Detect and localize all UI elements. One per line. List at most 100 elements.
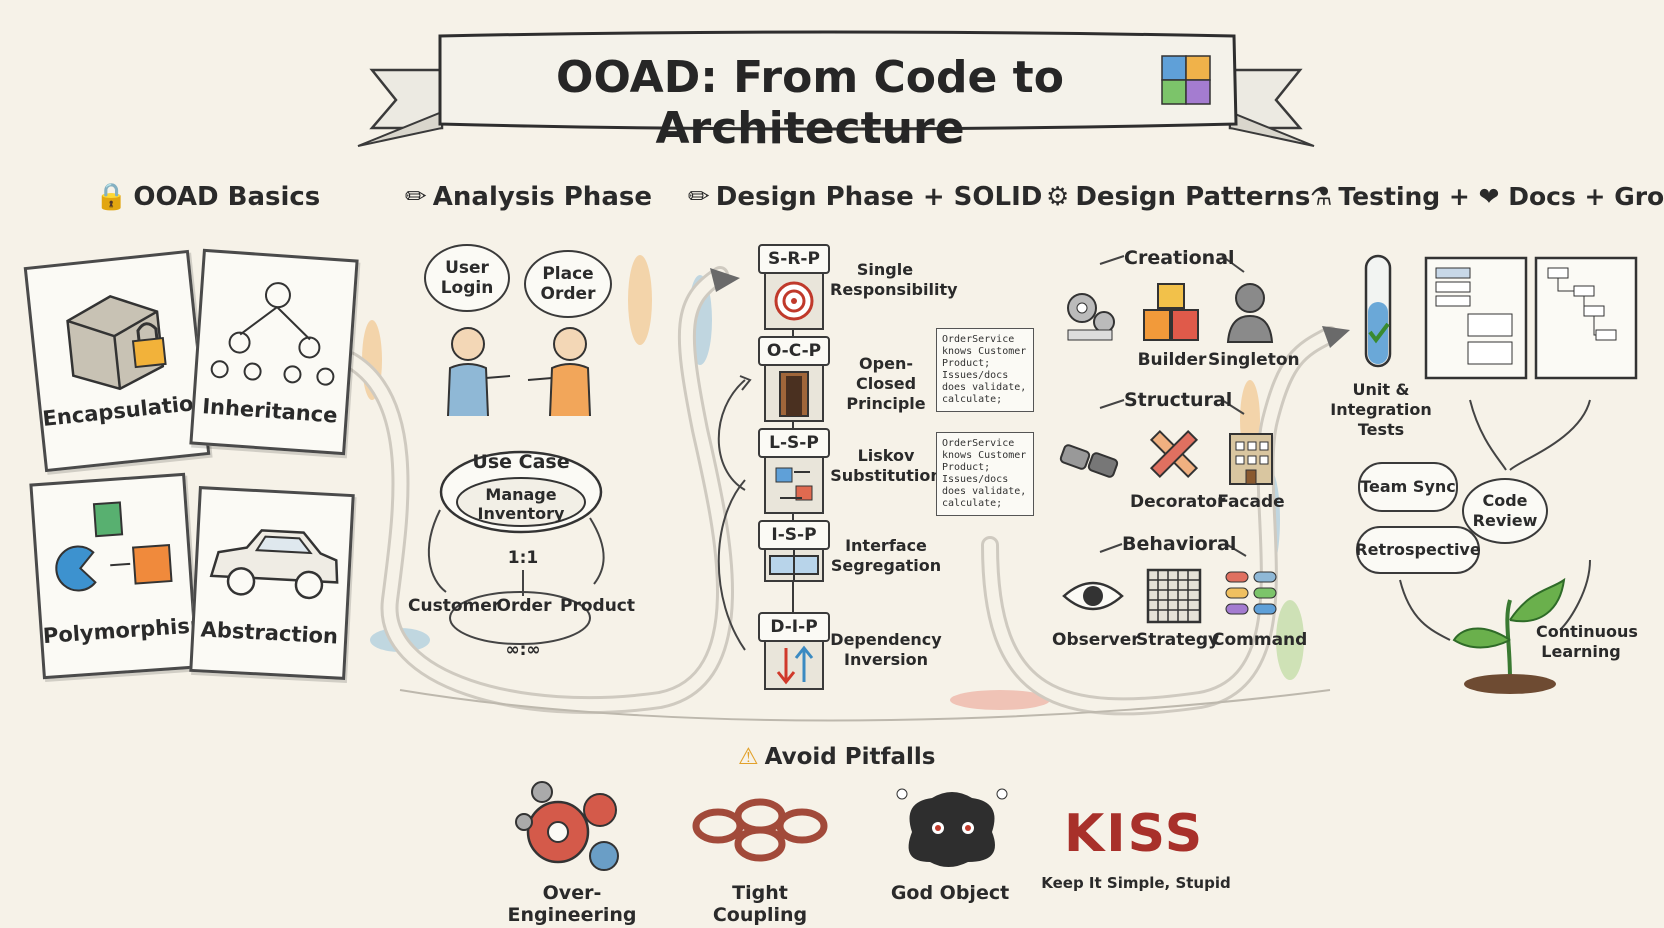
person-silhouette-icon <box>1226 283 1274 343</box>
section-basics: 🔒OOAD Basics <box>95 182 320 212</box>
target-icon <box>764 272 824 330</box>
pattern-command: Command <box>1212 630 1308 650</box>
note-line: calculate; <box>942 394 1003 405</box>
plug-icon <box>764 548 824 582</box>
section-patterns-label: Design Patterns <box>1075 182 1311 212</box>
pencil-icon: ✏ <box>405 182 427 212</box>
bubble-code-review: Code Review <box>1462 478 1548 544</box>
note-line: OrderService <box>942 334 1015 345</box>
pitfalls-title: Avoid Pitfalls <box>764 744 936 770</box>
test-tube-icon: ⚗ <box>1310 182 1333 211</box>
entity-customer: Customer <box>408 596 501 616</box>
note-line: knows Customer, <box>942 346 1028 357</box>
gears-cluster-icon <box>515 781 619 871</box>
note-line: calculate; <box>942 498 1003 509</box>
use-case-title: Use Case <box>472 451 570 473</box>
hierarchy-icon <box>210 282 335 386</box>
lock-icon: 🔒 <box>95 182 128 212</box>
note-line: does validate, <box>942 382 1027 393</box>
code-note: OrderService knows Customer, Product; Is… <box>936 328 1034 412</box>
note-line: Product; <box>942 358 991 369</box>
solid-tag-ocp: O-C-P <box>758 336 830 366</box>
kiss-title: KISS <box>1064 804 1205 864</box>
section-design: ✏Design Phase + SOLID <box>688 182 1042 212</box>
pattern-observer: Observer <box>1052 630 1140 650</box>
car-icon <box>209 529 339 600</box>
solid-label-ocp: Open-Closed Principle <box>846 354 926 413</box>
card-inheritance: Inheritance <box>189 248 359 456</box>
pattern-builder: Builder <box>1137 350 1207 370</box>
door-icon <box>764 364 824 422</box>
solid-label-dip: Dependency Inversion <box>830 630 942 669</box>
ratio-bottom: ∞:∞ <box>505 640 541 660</box>
section-testing: ⚗Testing + ❤ Docs + Growth <box>1310 182 1664 211</box>
building-icon <box>1229 433 1273 485</box>
pattern-strategy: Strategy <box>1136 630 1220 650</box>
connector-icon <box>1059 444 1119 478</box>
solid-tag-srp: S-R-P <box>758 244 830 274</box>
puzzle-icon: ⚙ <box>1046 182 1070 212</box>
note-line: Issues/docs <box>942 370 1009 381</box>
bubble-team-sync: Team Sync <box>1358 462 1458 512</box>
bubble-user-login: User Login <box>424 244 510 312</box>
card-label: Polymorphism <box>42 612 213 649</box>
pattern-facade: Facade <box>1217 492 1285 512</box>
solid-label-srp: Single Responsibility <box>830 260 958 299</box>
doc-diagram-icon <box>1424 256 1528 380</box>
pitfall-god-object: God Object <box>890 882 1010 904</box>
page-title: OOAD: From Code to Architecture <box>556 52 1064 154</box>
cross-tape-icon <box>1149 429 1199 479</box>
eye-icon <box>1062 581 1124 611</box>
use-case-body: Manage Inventory <box>477 485 565 523</box>
swap-icon <box>764 456 824 514</box>
test-tube-icon <box>1364 254 1392 368</box>
solid-tag-lsp: L-S-P <box>758 428 830 458</box>
chain-icon <box>692 798 828 862</box>
continuous-learning-label: Continuous Learning <box>1536 622 1638 661</box>
pattern-singleton: Singleton <box>1208 350 1300 370</box>
card-label: Abstraction <box>200 617 339 649</box>
note-line: knows Customer, <box>942 450 1028 461</box>
shapes-icon <box>55 501 173 592</box>
note-line: OrderService <box>942 438 1015 449</box>
entity-order: Order <box>496 596 552 616</box>
gears-icon <box>1067 293 1115 341</box>
card-label: Inheritance <box>201 394 339 428</box>
section-basics-label: OOAD Basics <box>133 182 321 212</box>
pencil-icon: ✏ <box>688 182 710 212</box>
code-note: OrderService knows Customer, Product; Is… <box>936 432 1034 516</box>
warning-icon: ⚠ <box>738 744 759 770</box>
use-case-shape <box>439 450 603 534</box>
card-encapsulation: Encapsulation <box>23 249 211 473</box>
section-design-label: Design Phase + SOLID <box>715 182 1043 212</box>
blocks-icon <box>1143 283 1199 341</box>
entity-product: Product <box>560 596 635 616</box>
section-analysis-label: Analysis Phase <box>432 182 652 212</box>
invert-arrows-icon <box>764 640 824 690</box>
solid-tag-dip: D-I-P <box>758 612 830 642</box>
note-line: Product; <box>942 462 991 473</box>
pitfalls-heading: ⚠Avoid Pitfalls <box>738 744 935 770</box>
section-testing-label: Testing + ❤ Docs + Growth <box>1338 182 1664 211</box>
solid-label-isp: Interface Segregation <box>830 536 942 575</box>
command-buttons-icon <box>1225 571 1277 615</box>
solid-label-lsp: Liskov Substitution <box>830 446 942 485</box>
section-analysis: ✏Analysis Phase <box>405 182 652 212</box>
structural-heading: Structural <box>1124 389 1233 411</box>
creational-heading: Creational <box>1124 247 1235 269</box>
kiss-subtitle: Keep It Simple, Stupid <box>1041 874 1231 892</box>
unit-tests-label: Unit & Integration Tests <box>1330 380 1432 439</box>
blob-monster-icon <box>896 788 1008 867</box>
behavioral-heading: Behavioral <box>1122 533 1237 555</box>
card-polymorphism: Polymorphism <box>29 472 213 680</box>
bubble-retrospective: Retrospective <box>1355 526 1481 574</box>
solid-tag-isp: I-S-P <box>758 520 830 550</box>
note-line: does validate, <box>942 486 1027 497</box>
box-lock-icon <box>66 294 167 391</box>
note-line: Issues/docs <box>942 474 1009 485</box>
pitfall-over-engineering: Over-Engineering <box>507 882 637 926</box>
flowchart-icon <box>1534 256 1638 380</box>
people-icon <box>447 327 591 417</box>
section-patterns: ⚙Design Patterns <box>1046 182 1310 212</box>
